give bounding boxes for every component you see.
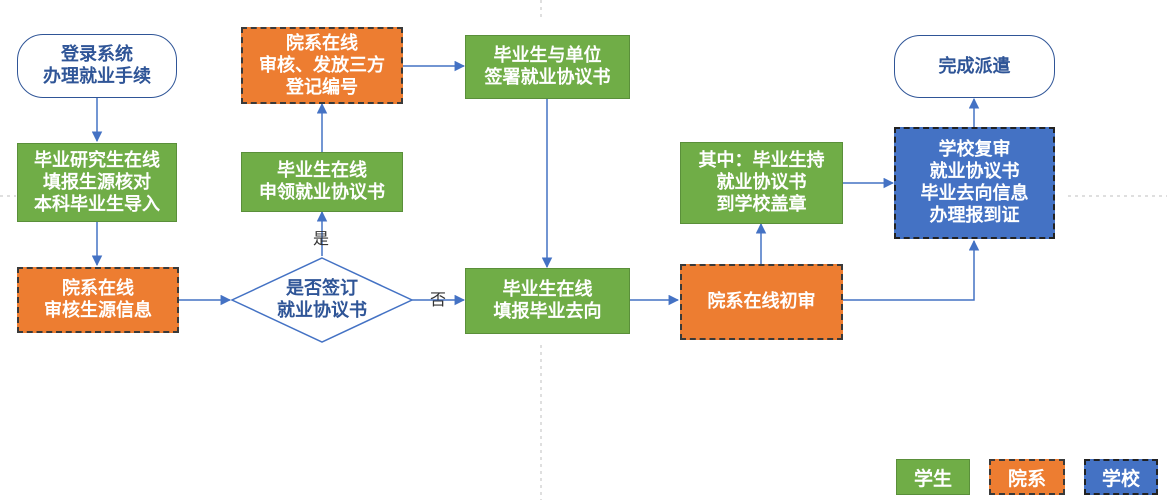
edge-initial-review-to-school [843,239,980,301]
legend-department: 院系 [989,459,1065,495]
node-login: 登录系统 办理就业手续 [17,34,177,98]
edge-label-no: 否 [430,290,447,309]
node-fill-destination: 毕业生在线 填报毕业去向 [465,268,630,334]
legend-school: 学校 [1084,459,1158,495]
node-decision: 是否签订 就业协议书 [277,278,367,321]
node-dept-review-source: 院系在线 审核生源信息 [17,267,179,333]
legend-student: 学生 [896,459,970,495]
node-apply-agreement: 毕业生在线 申领就业协议书 [241,152,403,212]
edge-label-yes: 是 [313,229,330,248]
node-school-review: 学校复审 就业协议书 毕业去向信息 办理报到证 [894,127,1055,239]
decision-diamond [230,257,414,343]
connectors [91,60,980,306]
node-dept-initial-review: 院系在线初审 [680,264,843,340]
node-complete: 完成派遣 [894,35,1055,98]
node-sign-agreement: 毕业生与单位 签署就业协议书 [465,35,630,99]
node-dept-issue-number: 院系在线 审核、发放三方 登记编号 [241,27,403,104]
node-stamp-at-school: 其中：毕业生持 就业协议书 到学校盖章 [680,142,843,224]
node-fill-source: 毕业研究生在线 填报生源核对 本科毕业生导入 [17,143,177,222]
